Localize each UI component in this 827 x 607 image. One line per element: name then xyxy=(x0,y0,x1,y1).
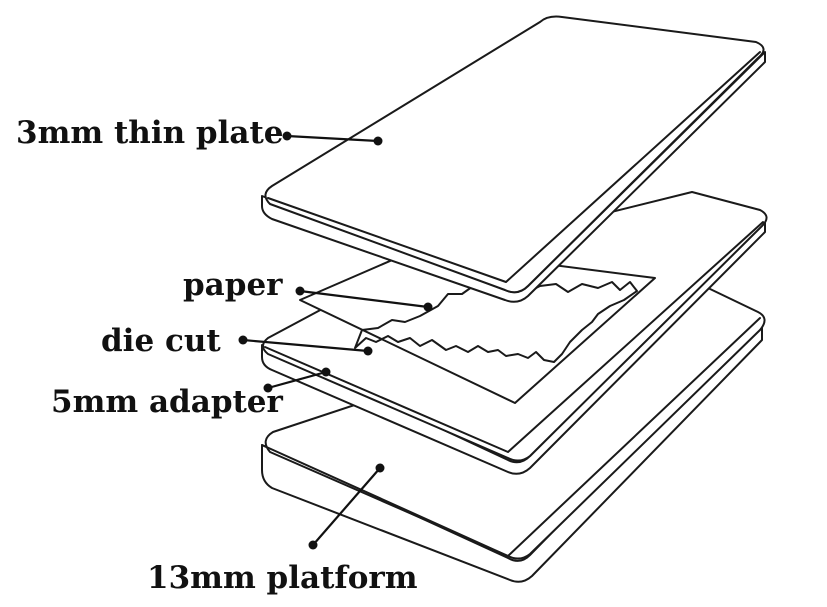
label-platform: 13mm platform xyxy=(147,560,418,596)
thin-plate-inner-edge xyxy=(267,51,761,283)
label-die-cut: die cut xyxy=(101,323,221,359)
paper-sheet xyxy=(299,247,656,404)
leader-thin-plate-dot-start xyxy=(282,131,292,141)
leader-die-cut xyxy=(242,338,369,353)
leader-paper-dot-end xyxy=(423,302,433,312)
leader-paper xyxy=(299,289,429,309)
leader-die-cut-dot-end xyxy=(363,346,373,356)
die-cut-shape xyxy=(354,281,638,363)
leader-lines xyxy=(238,131,433,550)
leader-platform-dot-start xyxy=(308,540,318,550)
leader-thin-plate-dot-end xyxy=(373,136,383,146)
leader-adapter xyxy=(267,370,327,390)
thin-plate-layer xyxy=(261,15,766,303)
thin-plate-top-face xyxy=(264,15,765,294)
label-adapter: 5mm adapter xyxy=(51,384,283,420)
leader-thin-plate xyxy=(286,134,379,143)
paper-outline xyxy=(299,247,656,404)
leader-adapter-dot-start xyxy=(263,383,273,393)
leader-platform-dot-end xyxy=(375,463,385,473)
adapter-side-face xyxy=(261,219,766,475)
label-paper: paper xyxy=(183,267,283,303)
platform-front-face xyxy=(261,317,763,583)
leader-paper-dot-start xyxy=(295,286,305,296)
label-thin-plate: 3mm thin plate xyxy=(16,115,284,151)
adapter-inner-edge xyxy=(264,221,764,453)
leader-adapter-dot-end xyxy=(321,367,331,377)
leader-platform xyxy=(312,467,381,546)
leader-die-cut-dot-start xyxy=(238,335,248,345)
platform-inner-edge xyxy=(261,317,761,557)
